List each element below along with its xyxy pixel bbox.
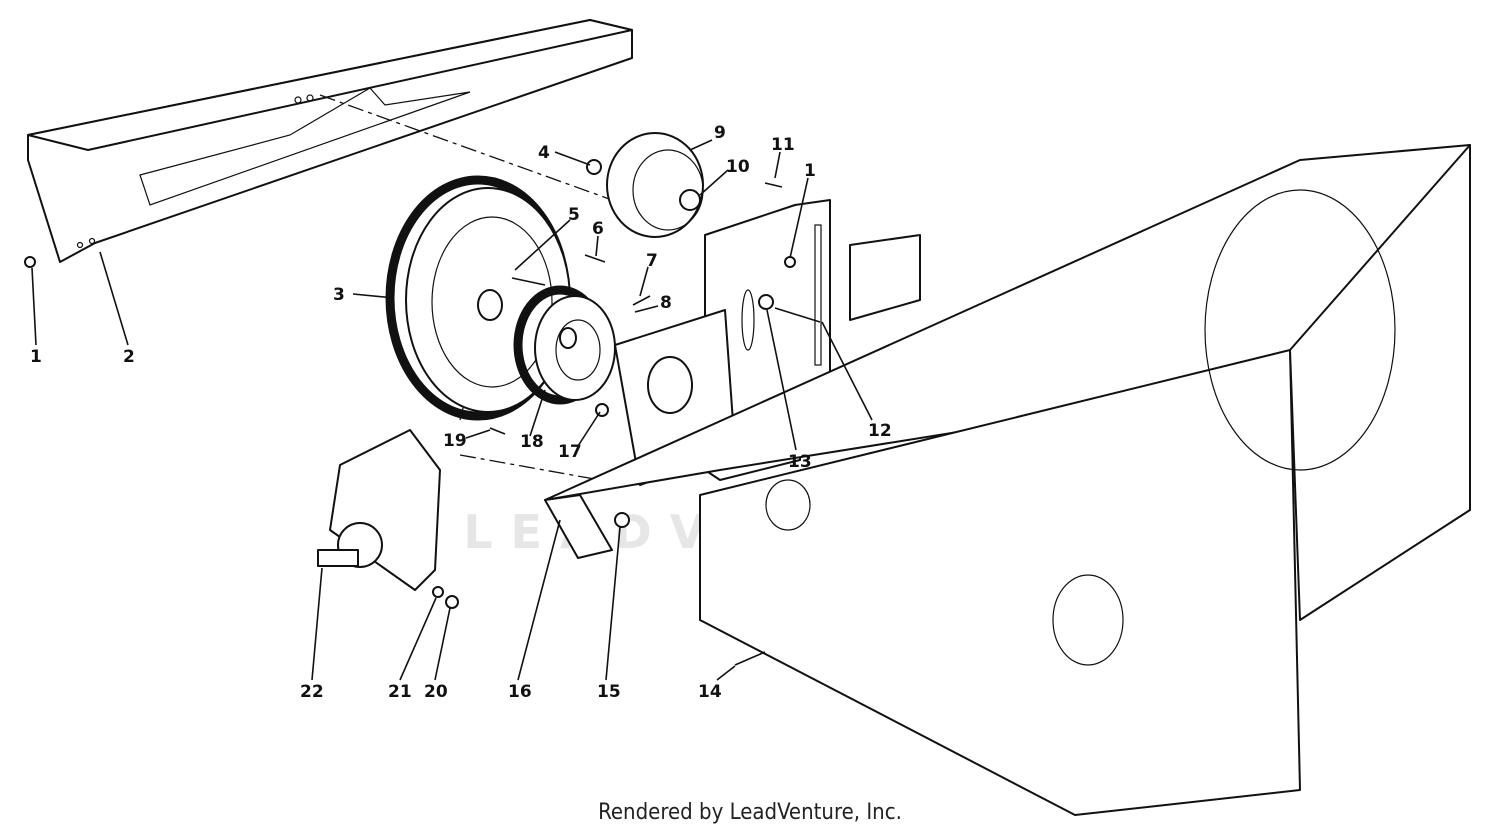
callout-6: 6: [592, 219, 604, 239]
callout-16: 16: [508, 682, 532, 702]
callout-12: 12: [868, 421, 892, 441]
idler-pulley: [606, 132, 704, 238]
callout-numbers: 1 2 3 4 5 6 7 8 9 10 11 1 12 13 14 15 16…: [30, 123, 892, 702]
assembly-line: [319, 94, 641, 211]
belt-guard-cover: [27, 19, 633, 263]
callout-2: 2: [123, 347, 135, 367]
callout-10: 10: [726, 157, 750, 177]
callout-20: 20: [424, 682, 448, 702]
small-pulley: [513, 285, 616, 405]
callout-1b: 1: [804, 161, 816, 181]
assembly-line: [459, 454, 601, 481]
callout-15: 15: [597, 682, 621, 702]
callout-5: 5: [568, 205, 580, 225]
footer-credit: Rendered by LeadVenture, Inc.: [598, 800, 902, 825]
callout-13: 13: [788, 452, 812, 472]
leader-lines: [31, 139, 873, 681]
callout-3: 3: [333, 285, 345, 305]
main-frame: [544, 144, 1471, 816]
callout-1: 1: [30, 347, 42, 367]
callout-9: 9: [714, 123, 726, 143]
pillow-block-bearing: [317, 429, 441, 591]
callout-22: 22: [300, 682, 324, 702]
callout-14: 14: [698, 682, 722, 702]
callout-17: 17: [558, 442, 582, 462]
callout-21: 21: [388, 682, 412, 702]
callout-7: 7: [646, 251, 658, 271]
callout-8: 8: [660, 293, 672, 313]
callout-4: 4: [538, 143, 550, 163]
mounting-plate: [544, 494, 613, 559]
callout-18: 18: [520, 432, 544, 452]
callout-19: 19: [443, 431, 467, 451]
callout-11: 11: [771, 135, 795, 155]
hardware-fasteners: [24, 159, 821, 666]
